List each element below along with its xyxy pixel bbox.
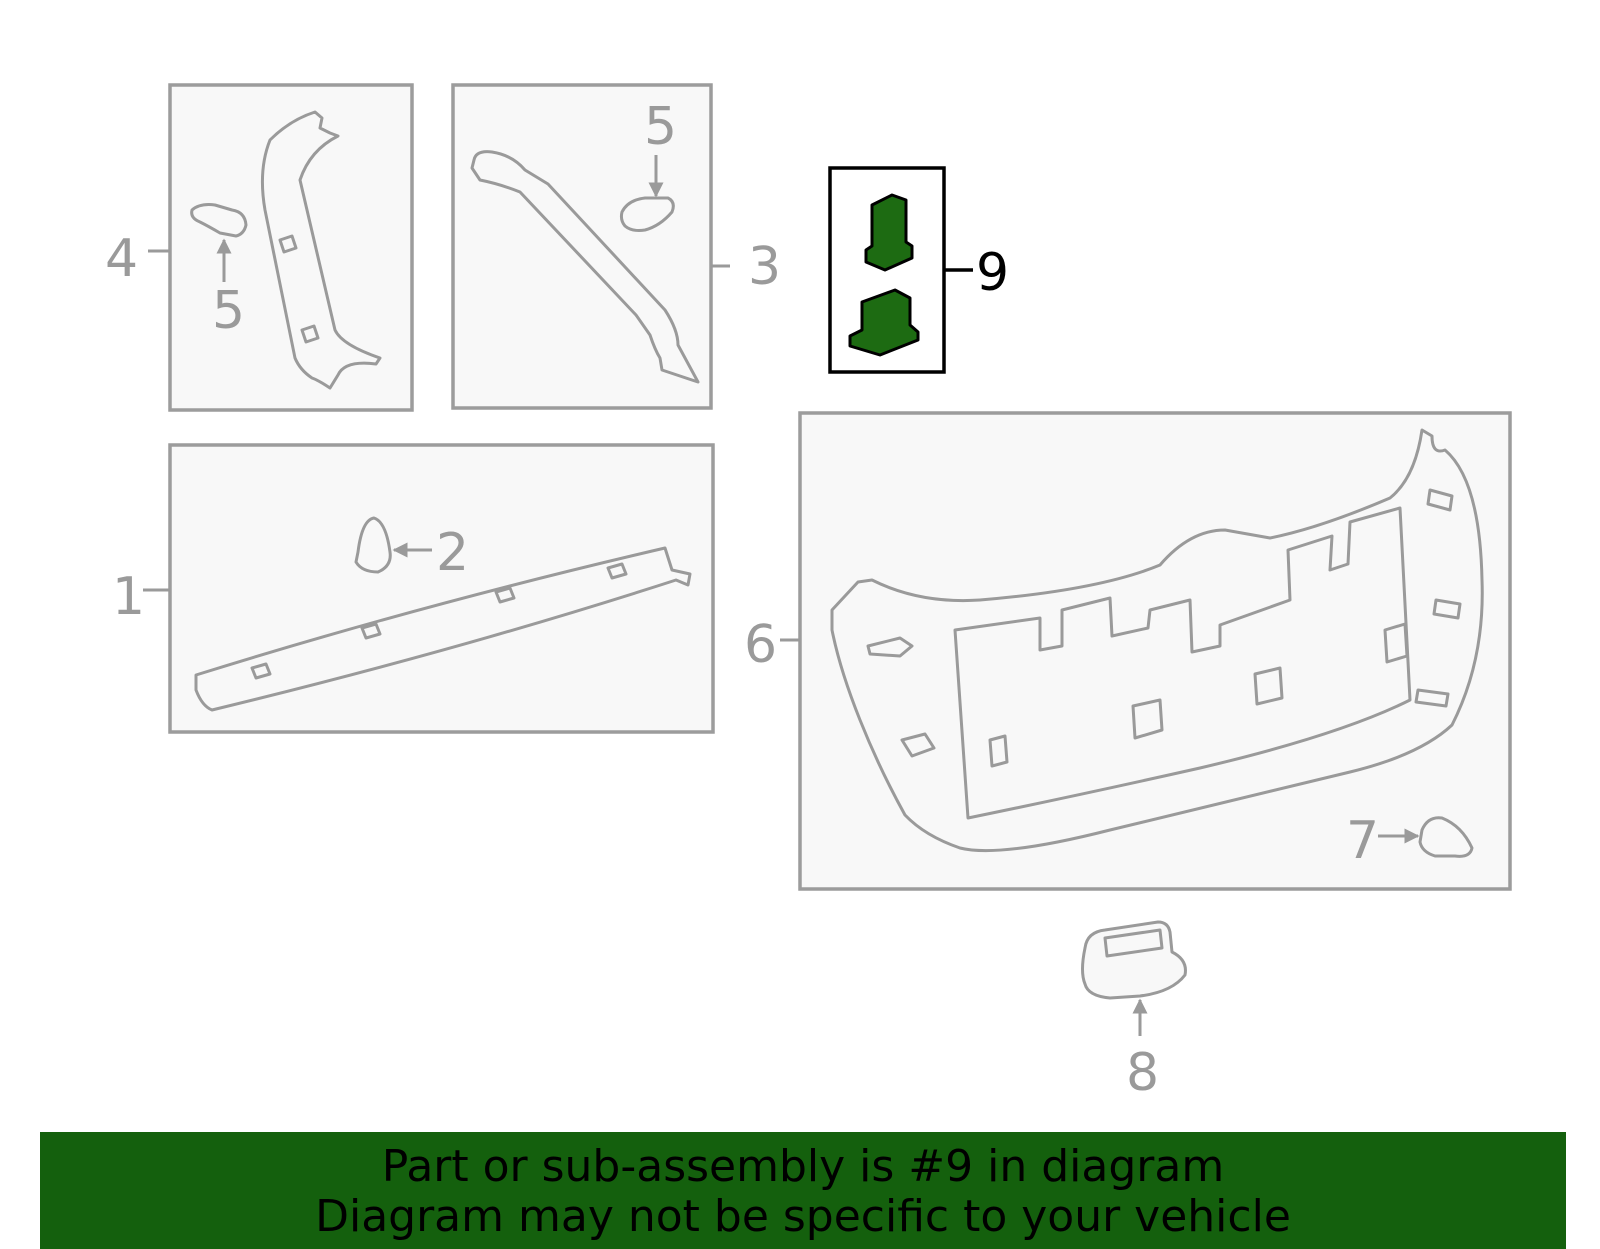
box-part-4	[148, 83, 414, 412]
bumper-part-9-lower[interactable]	[848, 288, 920, 357]
box-part-9	[828, 166, 973, 374]
callout-part-6: 6	[744, 615, 777, 675]
info-banner: Part or sub-assembly is #9 in diagram Di…	[40, 1132, 1566, 1249]
callout-part-5-right: 5	[644, 97, 677, 157]
clip-part-7[interactable]	[1418, 816, 1474, 858]
box-part-6	[780, 411, 1512, 891]
callout-part-1: 1	[112, 567, 145, 627]
callout-part-3: 3	[748, 237, 781, 297]
sill-plate-part-1[interactable]	[194, 546, 692, 712]
banner-line-part-info: Part or sub-assembly is #9 in diagram	[381, 1141, 1225, 1192]
clip-part-5-left[interactable]	[190, 203, 248, 238]
bumper-part-9-upper[interactable]	[864, 193, 914, 272]
callout-part-4: 4	[105, 229, 138, 289]
box-part-3	[451, 83, 730, 410]
banner-line-disclaimer: Diagram may not be specific to your vehi…	[315, 1191, 1291, 1242]
callout-part-2: 2	[436, 523, 469, 583]
side-trim-part-3[interactable]	[470, 150, 700, 384]
callout-part-9: 9	[976, 243, 1009, 303]
box-part-1	[143, 443, 715, 734]
pillar-trim-part-4[interactable]	[260, 110, 382, 390]
callout-part-5-left: 5	[212, 281, 245, 341]
callout-part-8: 8	[1126, 1043, 1159, 1103]
clip-part-2[interactable]	[354, 516, 392, 574]
clip-part-5-right[interactable]	[619, 196, 675, 232]
callout-part-7: 7	[1346, 811, 1379, 871]
lamp-part-8-group	[1081, 920, 1187, 1036]
